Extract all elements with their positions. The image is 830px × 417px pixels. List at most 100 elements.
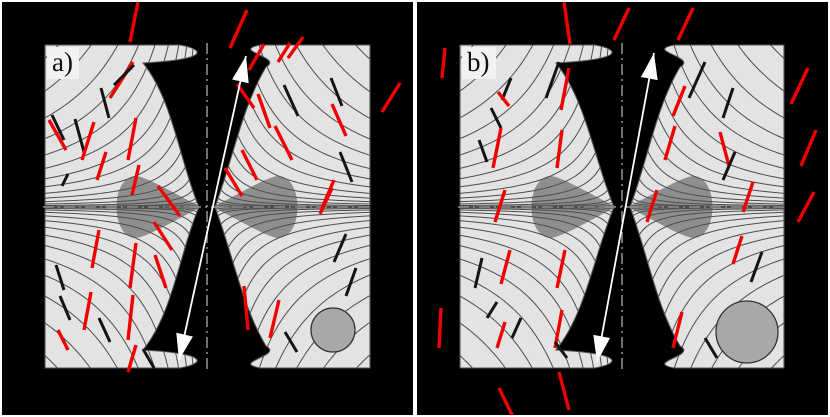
field-lines bbox=[45, 45, 370, 368]
red-tick-marker bbox=[223, 167, 244, 197]
tick-markers bbox=[47, 1, 402, 373]
black-tick-marker bbox=[282, 84, 300, 117]
red-tick-marker bbox=[273, 125, 294, 161]
field-line bbox=[460, 214, 615, 368]
field-line bbox=[625, 209, 784, 368]
red-tick-marker bbox=[562, 1, 572, 45]
field-line bbox=[45, 45, 200, 200]
field-line-separatrix bbox=[623, 206, 784, 236]
arrow-head-up bbox=[232, 56, 249, 84]
field-line bbox=[208, 208, 370, 368]
tick-markers bbox=[437, 1, 818, 417]
field-line-separatrix bbox=[208, 206, 370, 236]
black-tick-marker bbox=[50, 114, 66, 141]
black-tick-marker bbox=[721, 151, 737, 181]
red-tick-marker bbox=[671, 311, 684, 349]
red-tick-marker bbox=[493, 189, 507, 223]
field-line bbox=[627, 45, 784, 203]
field-line-separatrix bbox=[208, 178, 370, 208]
field-line bbox=[45, 66, 206, 207]
red-tick-marker bbox=[495, 321, 507, 349]
field-line bbox=[45, 222, 192, 368]
field-line bbox=[637, 45, 784, 192]
red-tick-marker bbox=[152, 221, 174, 251]
red-tick-marker bbox=[318, 187, 334, 215]
red-tick-marker bbox=[380, 82, 402, 113]
field-line bbox=[45, 45, 204, 205]
red-tick-marker bbox=[276, 42, 292, 63]
arrow-shaft bbox=[178, 55, 247, 361]
field-line bbox=[45, 45, 181, 178]
field-line bbox=[460, 218, 611, 368]
field-line bbox=[45, 214, 200, 368]
red-tick-marker bbox=[330, 103, 348, 137]
black-tick-marker bbox=[73, 118, 86, 153]
panel-a-label: a) bbox=[47, 47, 79, 79]
black-tick-marker bbox=[749, 251, 764, 283]
black-tick-marker bbox=[553, 341, 569, 359]
symmetry-axes bbox=[43, 43, 372, 370]
field-line bbox=[45, 45, 206, 206]
red-tick-marker bbox=[130, 164, 141, 196]
field-line bbox=[460, 66, 621, 207]
field-line bbox=[460, 45, 615, 200]
arrow-head-up bbox=[640, 53, 658, 81]
red-tick-marker bbox=[796, 191, 816, 223]
field-line bbox=[460, 228, 603, 368]
red-tick-marker bbox=[440, 47, 447, 79]
field-line bbox=[656, 45, 784, 170]
red-tick-marker bbox=[559, 67, 571, 111]
field-line bbox=[45, 45, 202, 203]
field-line bbox=[460, 245, 590, 368]
panel-b-graphic bbox=[437, 1, 818, 417]
gray-circle-marker bbox=[715, 300, 779, 364]
field-line bbox=[45, 211, 202, 368]
black-tick-marker bbox=[112, 63, 136, 87]
figure-frame-left bbox=[0, 0, 2, 417]
field-line bbox=[231, 235, 370, 368]
black-tick-marker bbox=[485, 301, 499, 319]
field-line bbox=[460, 207, 621, 348]
red-tick-marker bbox=[153, 254, 168, 289]
black-tick-marker bbox=[687, 61, 707, 99]
red-tick-marker bbox=[256, 93, 272, 129]
field-line bbox=[623, 45, 784, 206]
red-tick-marker bbox=[437, 307, 443, 349]
symmetry-axes bbox=[458, 43, 786, 370]
panel-a: a) bbox=[2, 0, 415, 417]
figure-frame-right bbox=[828, 0, 830, 417]
black-tick-marker bbox=[338, 151, 354, 183]
black-tick-marker bbox=[473, 257, 484, 289]
field-line bbox=[212, 211, 370, 368]
red-tick-marker bbox=[731, 235, 744, 265]
black-tick-marker bbox=[510, 317, 523, 339]
black-tick-marker bbox=[489, 107, 503, 129]
red-tick-marker bbox=[128, 1, 140, 43]
field-line bbox=[460, 45, 603, 186]
field-line bbox=[45, 236, 183, 368]
red-tick-marker bbox=[645, 189, 659, 223]
field-line bbox=[460, 209, 619, 368]
red-tick-marker bbox=[80, 121, 96, 161]
red-tick-marker bbox=[247, 43, 266, 71]
field-line bbox=[460, 45, 596, 178]
red-tick-marker bbox=[789, 67, 810, 105]
field-line bbox=[214, 214, 370, 368]
field-line bbox=[637, 222, 784, 368]
field-line bbox=[218, 45, 370, 197]
field-line bbox=[212, 45, 370, 203]
field-line bbox=[623, 208, 784, 368]
field-line bbox=[208, 66, 370, 207]
field-line-separatrix bbox=[45, 178, 206, 208]
panel-a-graphic bbox=[43, 1, 402, 373]
figure-frame-top bbox=[0, 0, 830, 2]
field-line bbox=[214, 45, 370, 200]
red-tick-marker bbox=[676, 7, 695, 41]
gray-circle-marker bbox=[310, 307, 356, 353]
black-tick-marker bbox=[721, 87, 735, 119]
field-line bbox=[226, 227, 370, 368]
black-tick-marker bbox=[141, 348, 156, 369]
field-line-separatrix bbox=[460, 178, 621, 208]
field-line bbox=[210, 209, 370, 368]
